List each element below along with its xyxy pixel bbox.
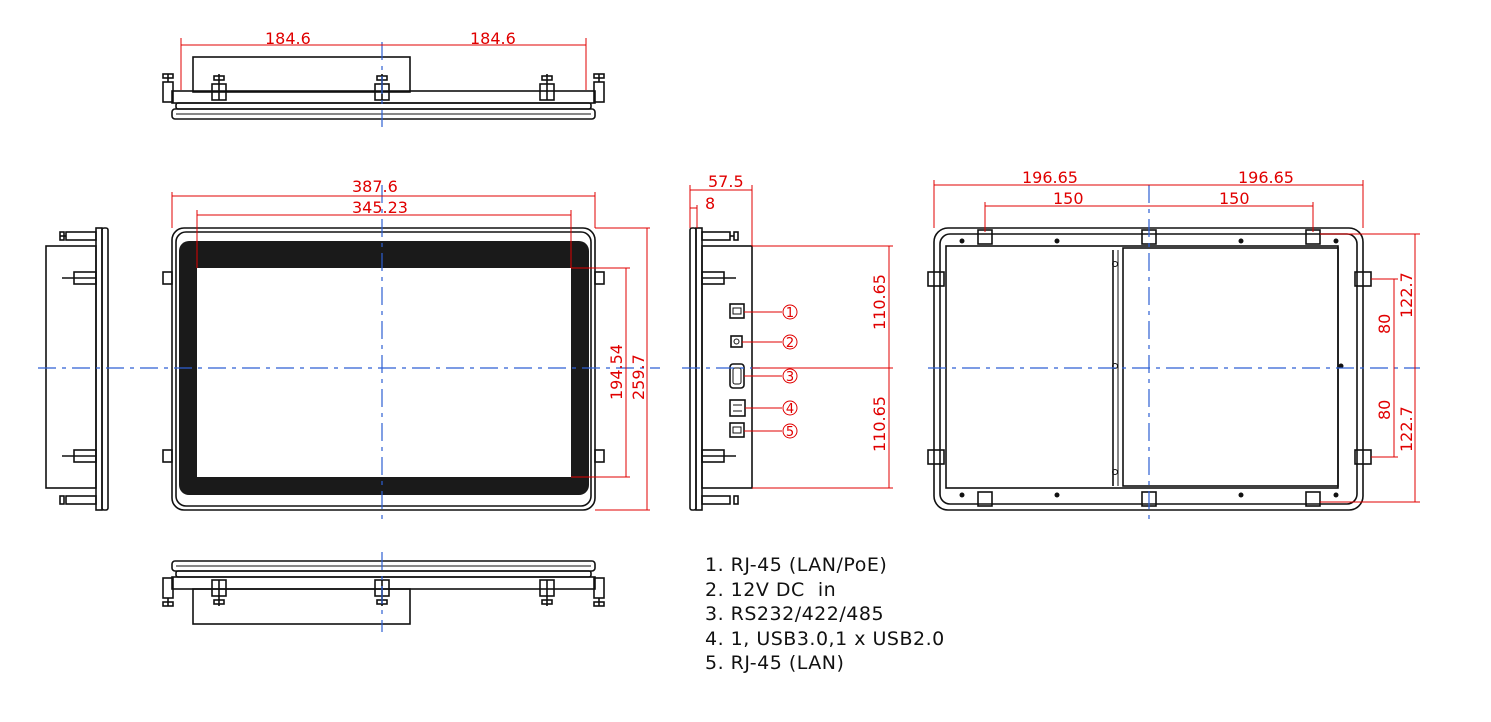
svg-text:4: 4 — [786, 402, 794, 417]
bottom-view — [162, 552, 605, 632]
left-bracket-lower — [62, 449, 97, 463]
left-bracket-upper — [62, 271, 97, 285]
svg-text:3: 3 — [786, 370, 794, 385]
dim-label-front-height: 259.7 — [629, 354, 648, 400]
legend-item-2: 2. 12V DC in — [705, 578, 837, 601]
port-usb — [729, 399, 746, 417]
dim-top-width: 184.6 184.6 — [180, 29, 587, 90]
dim-front-width: 387.6 — [171, 177, 596, 228]
port-dc-in — [730, 335, 743, 348]
dim-label-rear-upper-outer: 122.7 — [1397, 272, 1416, 318]
screen-active-area — [197, 268, 571, 477]
top-bracket-1 — [211, 74, 227, 101]
legend-item-4: 4. 1, USB3.0,1 x USB2.0 — [705, 627, 945, 650]
io-bracket-lower — [701, 449, 736, 463]
svg-text:1: 1 — [786, 306, 794, 321]
io-bracket-upper — [701, 271, 736, 285]
dim-front-active-width: 345.23 — [196, 198, 572, 268]
dim-front-height: 259.7 — [595, 227, 650, 511]
dim-label-front-active-width: 345.23 — [352, 198, 408, 217]
port-rj45-poe — [729, 303, 745, 319]
dim-label-side-depth: 57.5 — [708, 172, 744, 191]
dim-label-rear-upper-inner: 80 — [1375, 314, 1394, 334]
dim-side-depth: 57.5 — [689, 172, 753, 246]
port-rj45-lan — [729, 422, 745, 438]
bottom-bracket-3 — [539, 579, 555, 606]
dim-label-top-left: 184.6 — [265, 29, 311, 48]
dim-label-side-upper: 110.65 — [870, 274, 889, 330]
top-view: 184.6 184.6 — [162, 29, 605, 127]
left-side-view — [45, 227, 109, 511]
rear-view: 196.65 196.65 150 150 122.7 80 80 122.7 — [927, 168, 1420, 520]
dim-rear-vertical: 122.7 80 80 122.7 — [1320, 233, 1420, 503]
io-clamp-bottom — [701, 495, 739, 505]
callout-5: 5 — [782, 423, 798, 440]
legend-item-3: 3. RS232/422/485 — [705, 603, 885, 625]
top-bracket-3 — [539, 74, 555, 101]
dim-label-rear-hole-right: 150 — [1219, 189, 1250, 208]
dim-front-active-height: 194.54 — [571, 267, 630, 478]
port-legend: 1. RJ-45 (LAN/PoE) 2. 12V DC in 3. RS232… — [705, 553, 945, 676]
dim-label-rear-hole-left: 150 — [1053, 189, 1084, 208]
left-clamp-top — [59, 231, 97, 241]
legend-item-1: 1. RJ-45 (LAN/PoE) — [705, 554, 888, 576]
svg-text:2: 2 — [786, 336, 794, 351]
io-side-view: 1 2 3 4 5 57.5 8 — [682, 172, 893, 511]
dim-rear-hole-spacing: 150 150 — [984, 189, 1314, 232]
dim-label-rear-right: 196.65 — [1238, 168, 1294, 187]
callout-3: 3 — [782, 368, 798, 385]
bottom-clamp-right — [593, 577, 605, 607]
dim-label-rear-left: 196.65 — [1022, 168, 1078, 187]
left-clamp-bottom — [59, 495, 97, 505]
front-view: 387.6 345.23 194.54 259.7 — [38, 177, 660, 520]
callout-1: 1 — [782, 304, 798, 321]
bottom-clamp-left — [162, 577, 174, 607]
dim-label-rear-lower-outer: 122.7 — [1397, 406, 1416, 452]
dim-side-height: 110.65 110.65 — [752, 245, 893, 489]
dim-rear-width: 196.65 196.65 — [933, 168, 1364, 228]
svg-text:5: 5 — [786, 425, 794, 440]
dim-label-rear-lower-inner: 80 — [1375, 400, 1394, 420]
callout-4: 4 — [782, 400, 798, 417]
dim-label-side-lower: 110.65 — [870, 396, 889, 452]
dim-side-bezel: 8 — [690, 194, 715, 228]
callout-leaders — [742, 311, 782, 432]
rear-screw-holes — [959, 238, 1344, 498]
top-clamp-right — [593, 73, 605, 103]
dim-label-front-width: 387.6 — [352, 177, 398, 196]
top-clamp-left — [162, 73, 174, 103]
dim-label-front-active-height: 194.54 — [607, 344, 626, 400]
dim-label-side-bezel: 8 — [705, 194, 715, 213]
callout-2: 2 — [782, 334, 798, 351]
bottom-bracket-1 — [211, 579, 227, 606]
legend-item-5: 5. RJ-45 (LAN) — [705, 652, 845, 674]
dim-label-top-right: 184.6 — [470, 29, 516, 48]
io-clamp-top — [701, 231, 739, 241]
